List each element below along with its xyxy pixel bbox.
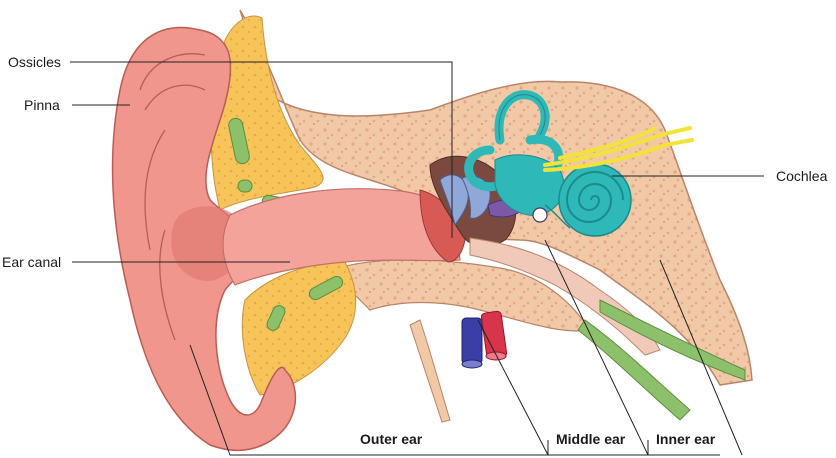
eustachian-tube bbox=[469, 237, 661, 356]
ossicle-malleus bbox=[439, 174, 469, 227]
blood-vessels bbox=[461, 310, 508, 369]
label-ossicles: Ossicles bbox=[8, 54, 61, 70]
semicircular-canals-outline bbox=[498, 94, 546, 141]
pinna-helix-fold bbox=[139, 53, 206, 341]
label-ear-canal: Ear canal bbox=[2, 254, 61, 270]
label-inner-ear: Inner ear bbox=[656, 431, 716, 447]
label-cochlea: Cochlea bbox=[776, 168, 828, 184]
styloid-process bbox=[409, 319, 451, 423]
label-middle-ear: Middle ear bbox=[556, 431, 626, 447]
muscle-strand bbox=[237, 179, 253, 193]
leader-lines bbox=[70, 61, 764, 456]
auditory-nerve bbox=[543, 126, 694, 172]
muscle-strand bbox=[266, 305, 286, 331]
ear-canal bbox=[222, 188, 461, 286]
muscle-band-lower bbox=[599, 299, 746, 381]
label-pinna: Pinna bbox=[24, 97, 60, 113]
label-outer-ear: Outer ear bbox=[360, 431, 423, 447]
muscle-strand bbox=[308, 275, 344, 301]
muscle-band bbox=[577, 319, 691, 421]
muscle-strand bbox=[228, 117, 250, 165]
